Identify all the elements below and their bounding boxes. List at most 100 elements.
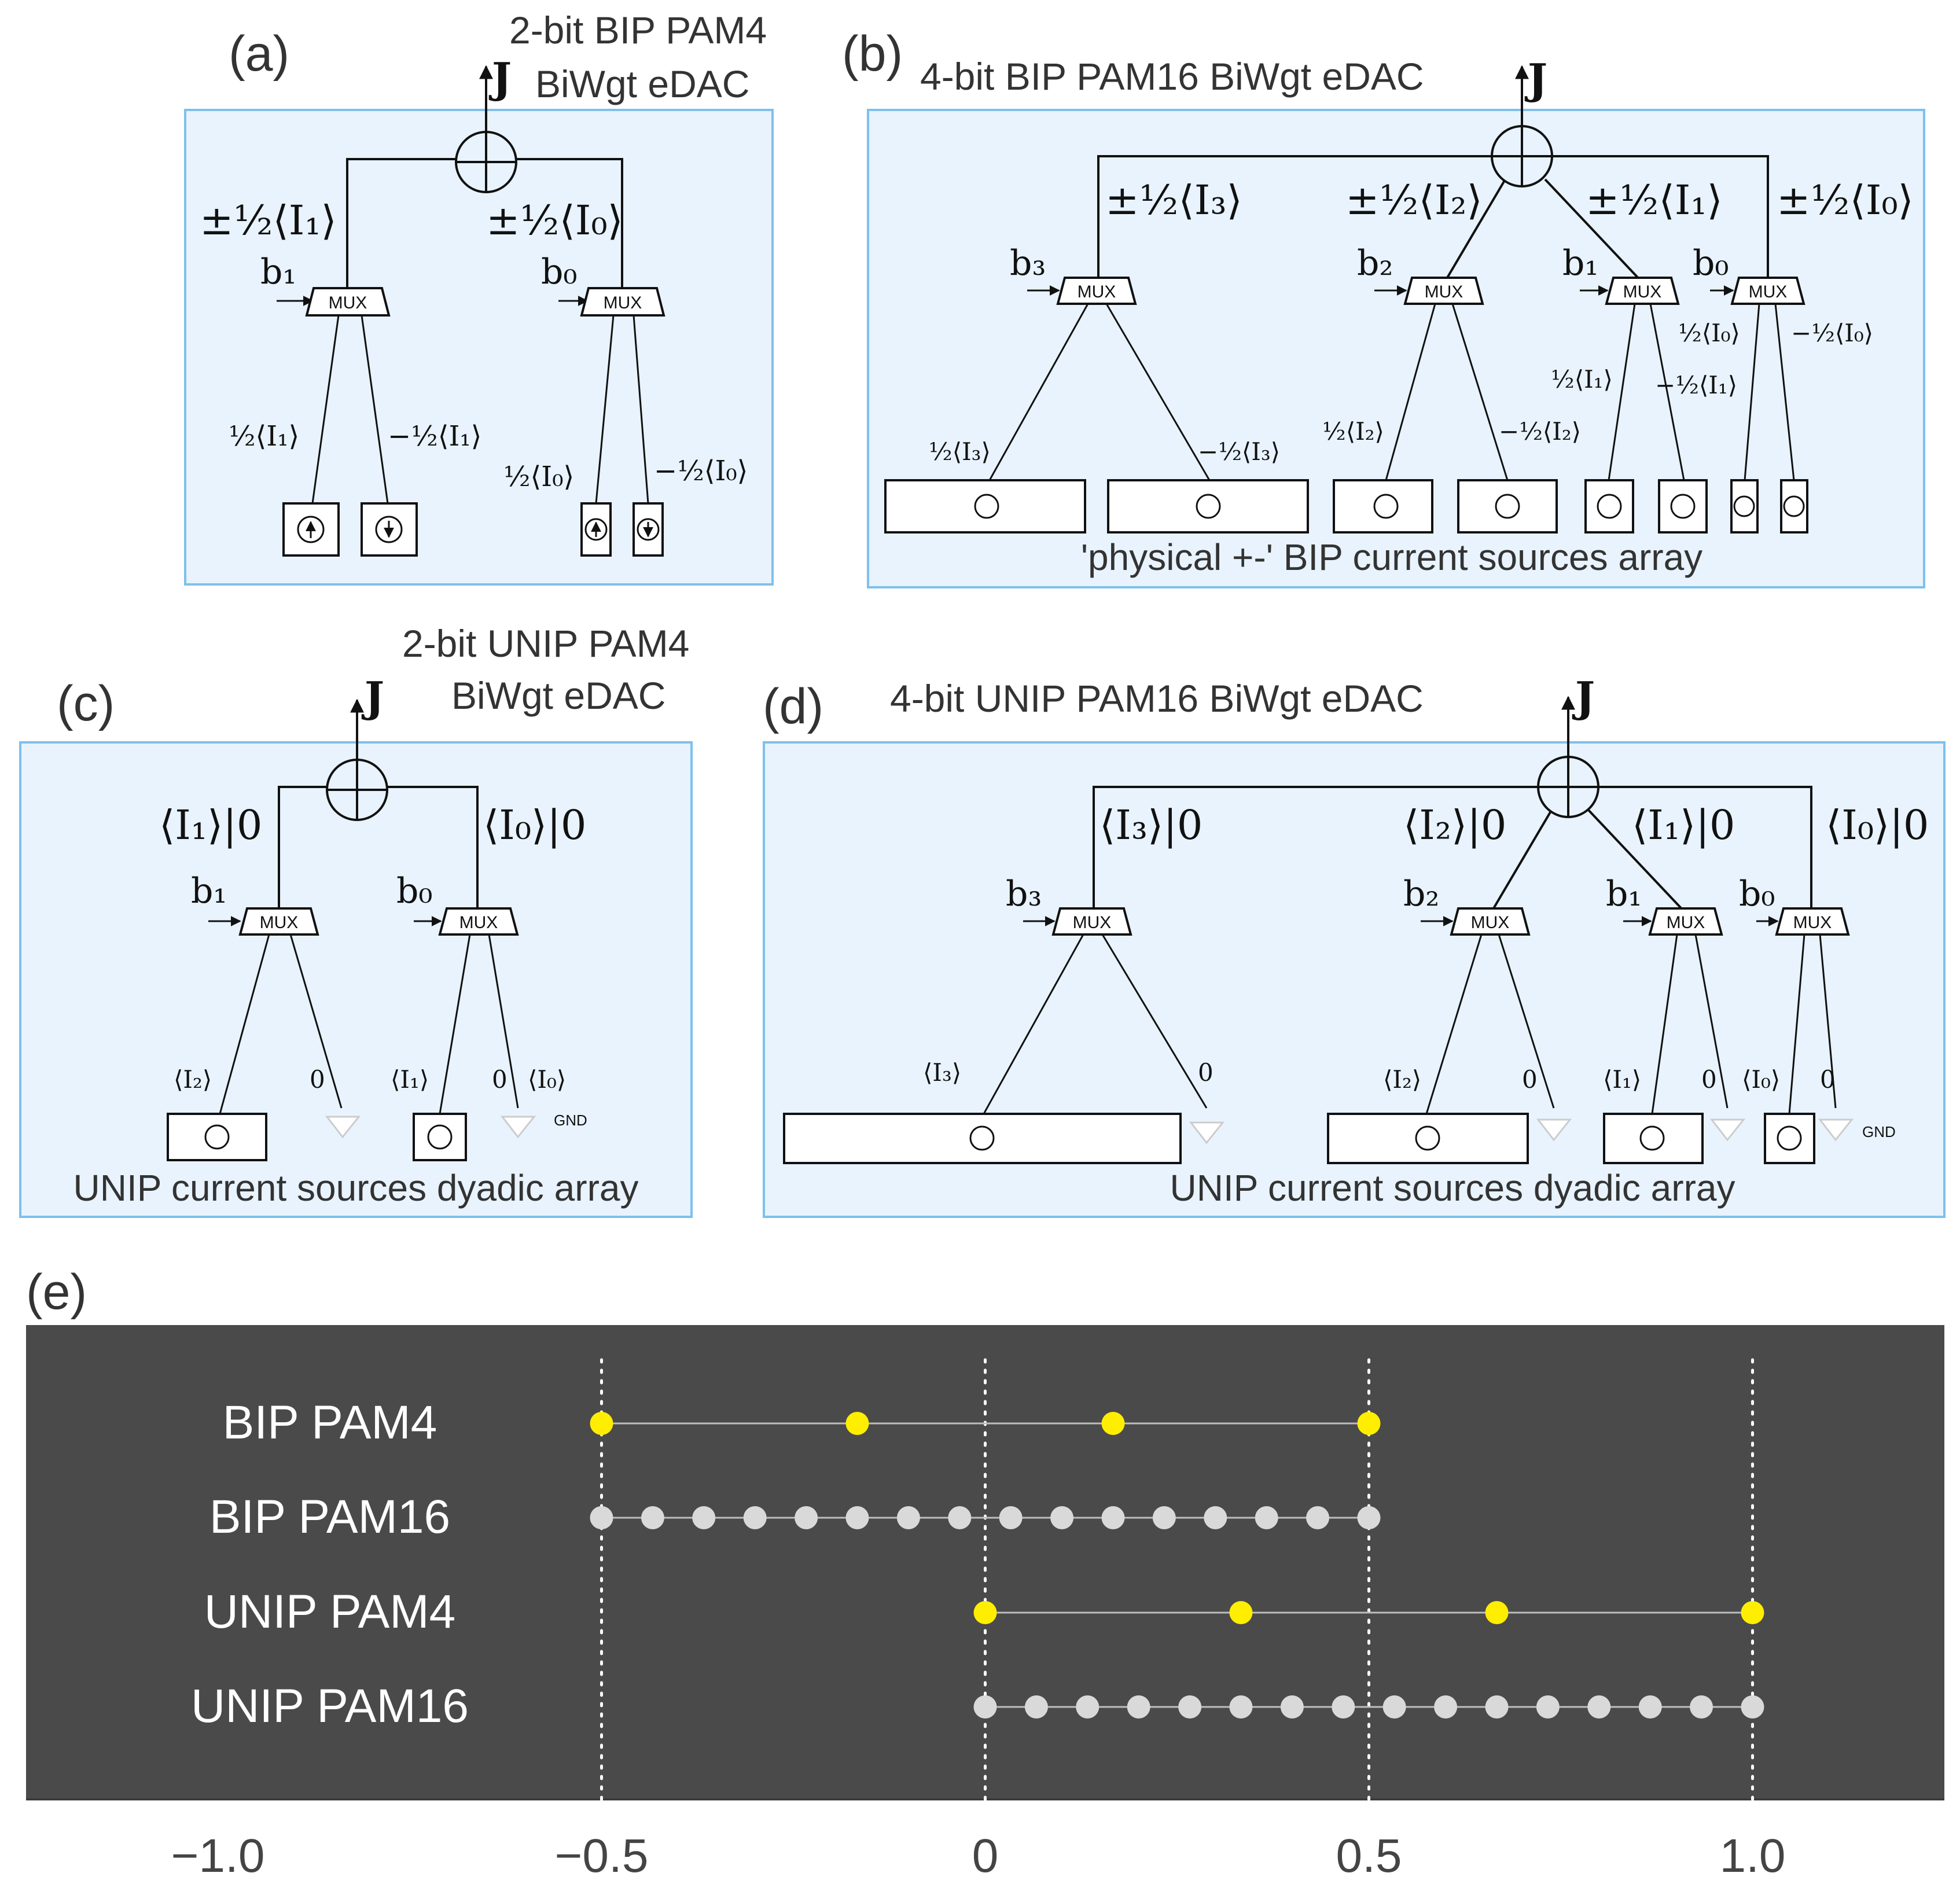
panel-a-box bbox=[184, 109, 774, 586]
bit-label: b₁ bbox=[1606, 874, 1642, 914]
data-point bbox=[1255, 1506, 1278, 1529]
data-point bbox=[896, 1506, 920, 1529]
source-label: −½⟨I₀⟩ bbox=[1791, 319, 1873, 347]
mux-block bbox=[580, 287, 665, 317]
current-source-down-icon bbox=[1196, 494, 1221, 519]
mux-label: MUX bbox=[1471, 913, 1510, 932]
data-point bbox=[1690, 1695, 1713, 1719]
source-label: −½⟨I₁⟩ bbox=[388, 420, 481, 452]
data-point bbox=[1741, 1601, 1764, 1624]
current-source-up-icon bbox=[969, 1125, 995, 1151]
panel-d-title: 4-bit UNIP PAM16 BiWgt eDAC bbox=[890, 677, 1424, 720]
weight-label: ±½⟨I₃⟩ bbox=[1105, 176, 1242, 224]
weight-label: ±½⟨I₀⟩ bbox=[486, 197, 623, 244]
output-label: J bbox=[1524, 54, 1547, 104]
data-point bbox=[1101, 1412, 1125, 1435]
data-point bbox=[1382, 1695, 1406, 1719]
bit-label: b₀ bbox=[396, 871, 432, 911]
source-label: ½⟨I₀⟩ bbox=[1678, 319, 1740, 347]
data-point bbox=[1229, 1695, 1253, 1719]
current-source-down-icon bbox=[1777, 1125, 1802, 1151]
source-label: 0 bbox=[1701, 1065, 1717, 1094]
bit-label: b₂ bbox=[1403, 874, 1439, 914]
weight-label: ⟨I₁⟩|0 bbox=[1632, 801, 1735, 849]
data-point bbox=[641, 1506, 664, 1529]
current-source-box bbox=[884, 479, 1086, 533]
current-source-up-icon bbox=[974, 494, 999, 519]
bit-label: b₀ bbox=[1739, 874, 1775, 914]
mux-label: MUX bbox=[459, 913, 498, 932]
mux-b0: b₀ MUX bbox=[1693, 243, 1805, 305]
source-label: ½⟨I₃⟩ bbox=[929, 437, 991, 466]
current-source-box bbox=[1658, 479, 1708, 533]
weight-label: ⟨I₀⟩|0 bbox=[483, 801, 586, 849]
source-label: ⟨I₃⟩ bbox=[923, 1058, 961, 1087]
panel-d: (d) 4-bit UNIP PAM16 BiWgt eDAC J ⟨I₃⟩|0… bbox=[763, 672, 1946, 1218]
mux-b2: b₂ MUX bbox=[1357, 243, 1484, 305]
bit-label: b₀ bbox=[1693, 243, 1729, 284]
data-point bbox=[1638, 1695, 1662, 1719]
mux-label: MUX bbox=[1623, 282, 1662, 301]
data-point bbox=[590, 1506, 613, 1529]
current-source-up-icon bbox=[1639, 1125, 1665, 1151]
panel-c-title-line2: BiWgt eDAC bbox=[451, 674, 665, 717]
current-source-up-icon bbox=[584, 518, 608, 541]
source-label: ⟨I₀⟩ bbox=[528, 1065, 566, 1094]
mux-block bbox=[1775, 907, 1850, 936]
mux-label: MUX bbox=[1425, 282, 1463, 301]
source-label: ⟨I₁⟩ bbox=[391, 1065, 429, 1094]
mux-label: MUX bbox=[260, 913, 299, 932]
row-label: BIP PAM16 bbox=[209, 1491, 450, 1543]
row-label: UNIP PAM16 bbox=[191, 1680, 469, 1732]
source-label: 0 bbox=[492, 1065, 508, 1094]
current-source-down-icon bbox=[1670, 494, 1696, 519]
ground-icon bbox=[325, 1116, 361, 1139]
data-point bbox=[1306, 1506, 1330, 1529]
current-source-box bbox=[1333, 479, 1433, 533]
panel-a-title-line2: BiWgt eDAC bbox=[535, 62, 749, 105]
weight-label: ⟨I₀⟩|0 bbox=[1826, 801, 1929, 849]
bit-label: b₁ bbox=[260, 252, 296, 292]
source-label: −½⟨I₀⟩ bbox=[654, 455, 748, 487]
data-point bbox=[1101, 1506, 1125, 1529]
data-point bbox=[948, 1506, 972, 1529]
panel-a-letter: (a) bbox=[229, 26, 289, 82]
data-point bbox=[743, 1506, 767, 1529]
data-point bbox=[1076, 1695, 1099, 1719]
ground-icon bbox=[1709, 1118, 1746, 1142]
source-label: −½⟨I₃⟩ bbox=[1198, 437, 1280, 466]
mux-b3: b₃ MUX bbox=[1010, 243, 1137, 305]
current-source-down-icon bbox=[637, 518, 660, 541]
current-source-box bbox=[1457, 479, 1558, 533]
mux-block bbox=[238, 907, 319, 936]
data-point bbox=[1229, 1601, 1253, 1624]
data-point bbox=[1050, 1506, 1074, 1529]
data-point bbox=[1024, 1695, 1048, 1719]
bit-label: b₀ bbox=[541, 252, 577, 292]
data-point bbox=[1485, 1601, 1509, 1624]
current-source-down-icon bbox=[1495, 494, 1520, 519]
gnd-label: GND bbox=[554, 1112, 587, 1129]
source-label: ½⟨I₀⟩ bbox=[503, 461, 574, 493]
x-tick-label: 0 bbox=[972, 1830, 999, 1882]
current-source-box bbox=[167, 1113, 267, 1161]
mux-label: MUX bbox=[329, 293, 367, 312]
panel-b-letter: (b) bbox=[842, 26, 903, 82]
panel-a-title-line1: 2-bit BIP PAM4 bbox=[509, 9, 767, 51]
current-source-up-icon bbox=[427, 1124, 453, 1150]
mux-block bbox=[1450, 907, 1531, 936]
data-point bbox=[1357, 1506, 1381, 1529]
source-label: ⟨I₁⟩ bbox=[1603, 1065, 1641, 1094]
ground-icon bbox=[1536, 1118, 1572, 1142]
source-label: 0 bbox=[310, 1065, 325, 1094]
current-source-up-icon bbox=[297, 516, 325, 543]
data-point bbox=[1178, 1695, 1202, 1719]
data-point bbox=[1280, 1695, 1304, 1719]
bit-label: b₃ bbox=[1006, 874, 1042, 914]
x-tick-label: −0.5 bbox=[555, 1830, 649, 1882]
bit-label: b₁ bbox=[191, 871, 227, 911]
data-point bbox=[692, 1506, 716, 1529]
panel-b-title: 4-bit BIP PAM16 BiWgt eDAC bbox=[920, 55, 1424, 98]
